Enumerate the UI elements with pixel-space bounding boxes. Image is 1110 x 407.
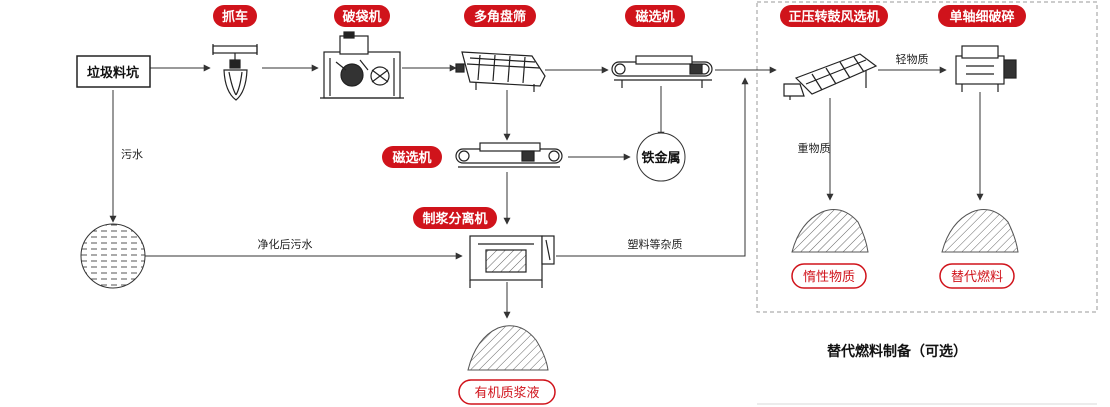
grab-crane-icon [212,44,258,101]
sewage-tank-node [80,223,146,289]
output-inert: 惰性物质 [791,263,867,289]
output-fuel: 替代燃料 [939,263,1015,289]
pill-polygon-screen-label: 多角盘筛 [474,9,526,25]
waste-pit-label: 垃圾料坑 [87,65,139,81]
pill-magnetic-top-label: 磁选机 [635,9,674,25]
machine-labels: 抓车 破袋机 多角盘筛 磁选机 磁选机 制浆分离机 正压转鼓风选机 单轴细破碎 [213,5,1026,229]
pill-magnetic-top: 磁选机 [625,5,685,27]
pill-drum-winnower-label: 正压转鼓风选机 [788,9,879,25]
fuel-heap-icon [941,209,1019,253]
sewage-tank-icon [80,223,146,289]
pill-drum-winnower: 正压转鼓风选机 [780,5,888,27]
iron-metal-circle [636,132,686,182]
pill-magnetic-mid: 磁选机 [382,146,442,168]
label-purified-sewage: 净化后污水 [258,237,313,251]
output-fuel-border [939,263,1015,289]
pill-grab: 抓车 [213,5,257,27]
slurry-heap [467,325,549,371]
pill-single-shaft-shredder-label: 单轴细破碎 [949,9,1014,25]
optional-section-border [756,1,1098,313]
output-slurry-border [458,379,556,405]
pill-single-shaft-shredder: 单轴细破碎 [938,5,1026,27]
output-fuel-label: 替代燃料 [951,269,1003,285]
fuel-heap [941,209,1019,253]
pill-grab-bg [213,5,257,27]
magnetic-separator-mid-icon [455,142,563,168]
bag-breaker-icon [320,31,404,99]
iron-metal-node: 铁金属 [636,132,686,182]
pill-single-shaft-shredder-bg [938,5,1026,27]
output-inert-label: 惰性物质 [803,270,855,285]
pill-pulping-separator-label: 制浆分离机 [422,211,487,227]
polygon-screen-icon [455,51,546,92]
pill-bag-breaker: 破袋机 [334,5,390,27]
pill-bag-breaker-bg [334,5,390,27]
pill-polygon-screen: 多角盘筛 [464,5,536,27]
edge-labels: 污水 净化后污水 塑料等杂质 轻物质 重物质 [121,52,929,251]
label-heavy-matter: 重物质 [798,141,831,155]
pill-drum-winnower-bg [780,5,888,27]
single-shaft-shredder-icon [955,45,1017,92]
label-sewage: 污水 [121,148,143,161]
pill-magnetic-top-bg [625,5,685,27]
connectors [109,64,984,319]
pill-pulping-separator: 制浆分离机 [413,207,497,229]
inert-heap-icon [791,209,869,253]
pill-magnetic-mid-bg [382,146,442,168]
output-inert-border [791,263,867,289]
output-slurry-label: 有机质浆液 [474,386,539,401]
optional-section-title: 替代燃料制备（可选） [827,343,967,360]
pill-grab-label: 抓车 [222,9,248,25]
output-slurry: 有机质浆液 [458,379,556,405]
label-plastic-impurities: 塑料等杂质 [628,237,683,251]
label-light-matter: 轻物质 [896,52,929,66]
waste-pit-box [76,55,151,88]
magnetic-separator-top-icon [611,55,713,88]
waste-pit-node: 垃圾料坑 [76,55,151,88]
slurry-heap-icon [467,325,549,371]
pulping-separator-icon [469,235,555,288]
pill-bag-breaker-label: 破袋机 [342,9,381,25]
pill-pulping-separator-bg [413,207,497,229]
drum-winnower-icon [783,53,878,100]
pill-magnetic-mid-label: 磁选机 [392,150,431,166]
pill-polygon-screen-bg [464,5,536,27]
inert-heap [791,209,869,253]
arrow-separator-to-drum [556,77,749,257]
optional-section: 替代燃料制备（可选） [756,1,1098,405]
iron-metal-label: 铁金属 [640,150,680,166]
